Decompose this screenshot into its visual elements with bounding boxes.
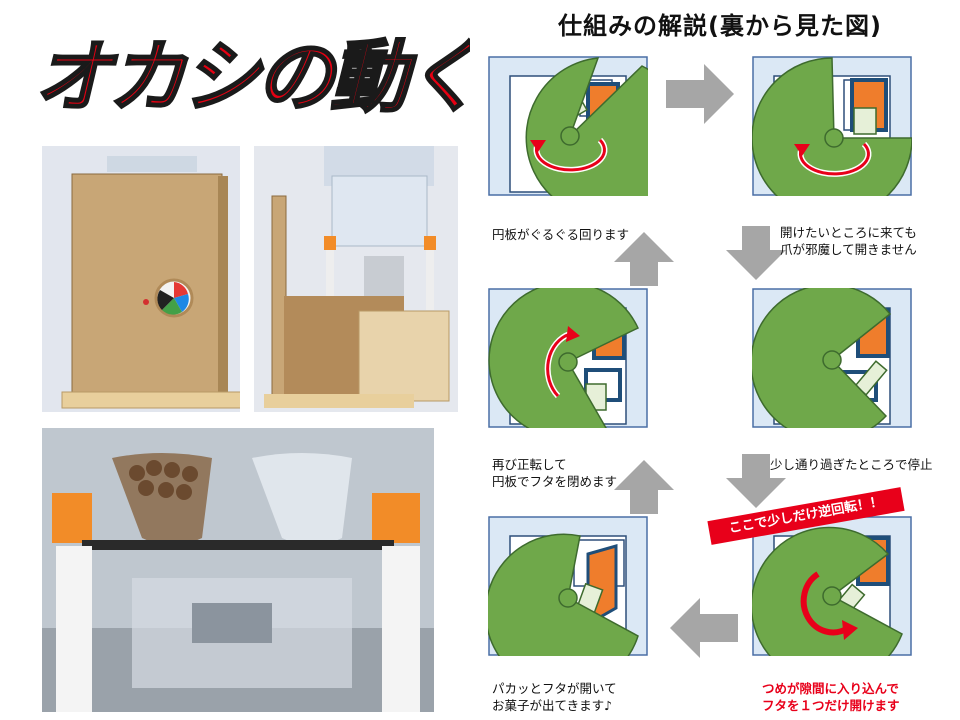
caption-step-4: つめが隙間に入り込んで フタを１つだけ開けます [762, 680, 900, 714]
diagram-step-4 [752, 516, 912, 656]
diagram-step-2 [752, 56, 912, 196]
caption-step-2-line1: 開けたいところに来ても [780, 225, 917, 240]
diagram-step-6 [488, 288, 648, 428]
diagram-step-1 [488, 56, 648, 196]
flow-arrow-up-2 [614, 232, 674, 286]
diagram-step-3 [752, 288, 912, 428]
caption-step-5-line2: お菓子が出てきます♪ [492, 698, 613, 713]
caption-step-4-line1: つめが隙間に入り込んで [762, 681, 899, 696]
flow-arrow-right [666, 64, 734, 124]
photo-box-front [42, 146, 240, 412]
flow-arrow-left [670, 598, 738, 658]
flow-arrow-up-1 [614, 460, 674, 514]
flow-arrow-down-2 [726, 454, 786, 508]
caption-step-6: 再び正転して 円板でフタを閉めます [492, 456, 617, 490]
flow-arrow-down-1 [726, 226, 786, 280]
diagram-step-5 [488, 516, 648, 656]
photo-mechanism-closeup [42, 428, 434, 712]
logo-text: オカシの動く城 [34, 33, 470, 122]
caption-step-3: 少し通り過ぎたところで停止 [770, 457, 933, 472]
caption-step-4-line2: フタを１つだけ開けます [762, 698, 900, 713]
caption-step-6-line1: 再び正転して [492, 457, 567, 472]
caption-step-1: 円板がぐるぐる回ります [492, 227, 630, 242]
photo-box-open [254, 146, 458, 412]
caption-step-5-line1: パカッとフタが開いて [492, 681, 617, 696]
caption-step-2: 開けたいところに来ても 爪が邪魔して開きません [780, 224, 917, 258]
caption-step-2-line2: 爪が邪魔して開きません [780, 242, 917, 257]
section-title: 仕組みの解説(裏から見た図) [558, 12, 882, 40]
caption-step-5: パカッとフタが開いて お菓子が出てきます♪ [492, 680, 617, 714]
caption-step-6-line2: 円板でフタを閉めます [492, 474, 618, 489]
logo-title: オカシの動く城 [33, 32, 470, 122]
